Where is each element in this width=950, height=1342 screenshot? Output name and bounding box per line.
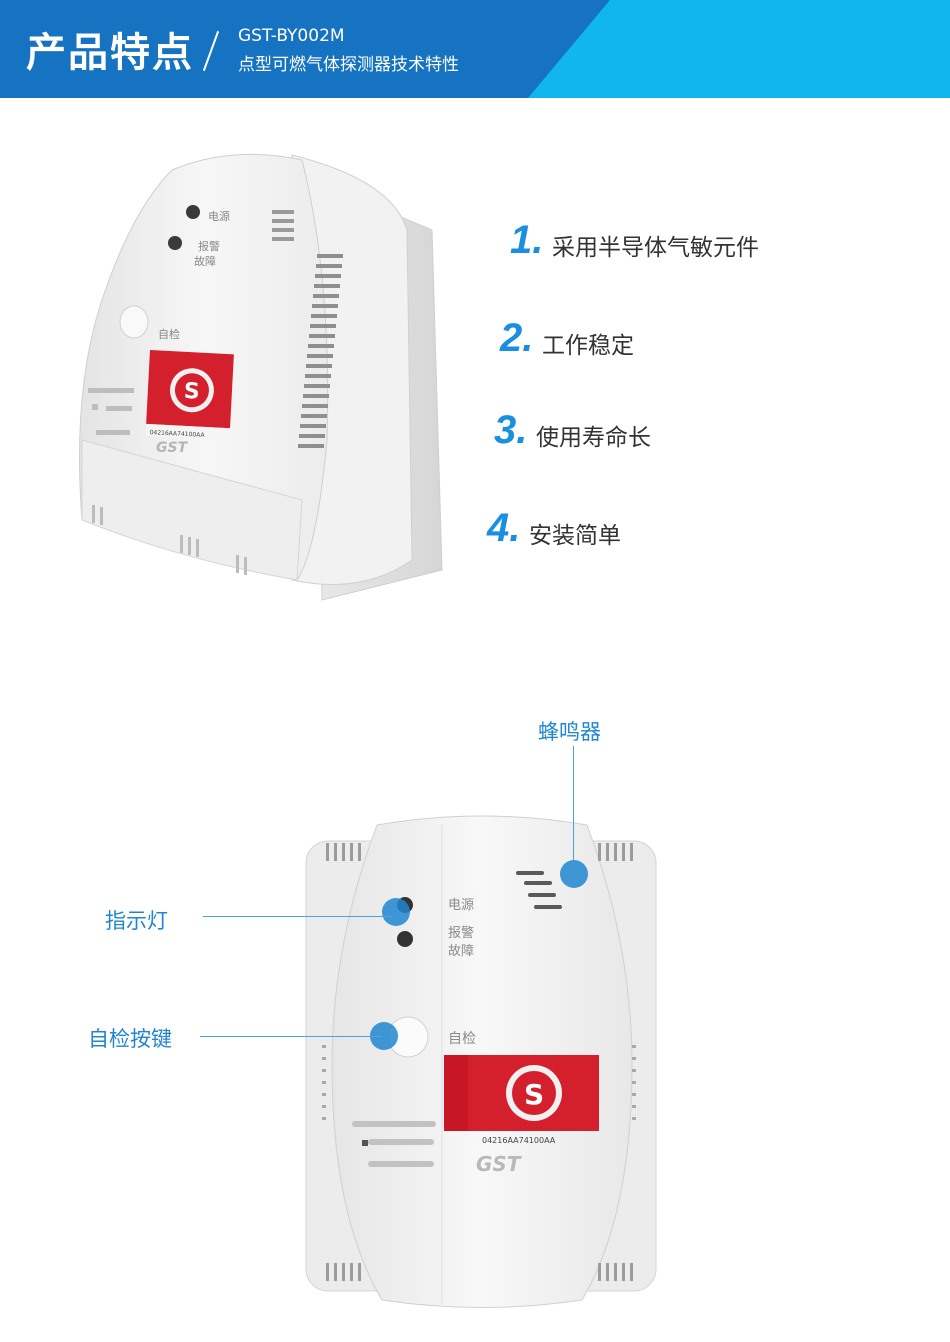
callout-indicator: 指示灯 — [105, 909, 168, 933]
callout-buzzer-line — [573, 746, 574, 860]
banner-background — [0, 0, 950, 98]
feature-number: 3. — [494, 408, 528, 452]
device2-label-power: 电源 — [448, 898, 474, 913]
device2-sticker-code: 04216AA74100AA — [482, 1136, 556, 1145]
buzzer-vents — [516, 871, 562, 909]
device1-label-power: 电源 — [208, 209, 230, 223]
indicator-marker-dot — [382, 898, 410, 926]
device1-label-selftest: 自检 — [158, 327, 180, 341]
product-photo-angled: 电源 报警 故障 自检 S 04216AA74100AA GST — [79, 153, 443, 601]
svg-text:S: S — [524, 1078, 544, 1111]
banner-title: 产品特点 — [26, 30, 194, 76]
device1-side-vents — [298, 254, 343, 448]
callout-indicator-line — [203, 916, 393, 917]
device2-label-alarm: 报警 — [448, 925, 474, 941]
buzzer-marker-dot — [560, 860, 588, 888]
banner-subtitle: 点型可燃气体探测器技术特性 — [238, 55, 459, 75]
banner-model: GST-BY002M — [238, 26, 345, 46]
feature-text: 采用半导体气敏元件 — [552, 235, 759, 261]
feature-text: 工作稳定 — [542, 333, 634, 359]
device1-sticker-code: 04216AA74100AA — [149, 429, 205, 439]
callout-selftest-line — [200, 1036, 382, 1037]
feature-number: 1. — [510, 218, 544, 262]
device2-label-selftest: 自检 — [448, 1031, 476, 1047]
selftest-marker-dot — [370, 1022, 398, 1050]
feature-text: 安装简单 — [529, 523, 621, 549]
device1-label-fault: 故障 — [194, 254, 216, 268]
feature-number: 2. — [500, 316, 534, 360]
device1-brand: GST — [156, 440, 189, 456]
feature-number: 4. — [487, 506, 521, 550]
product-photo-front: 电源 报警 故障 自检 S 04216AA74100AA GST — [305, 815, 657, 1308]
callout-buzzer: 蜂鸣器 — [538, 720, 601, 744]
feature-text: 使用寿命长 — [536, 425, 651, 451]
device1-label-alarm: 报警 — [198, 239, 220, 253]
header-banner: 产品特点 GST-BY002M 点型可燃气体探测器技术特性 — [0, 0, 950, 98]
callout-selftest-button: 自检按键 — [88, 1027, 172, 1051]
svg-text:S: S — [183, 379, 200, 405]
device2-brand: GST — [476, 1152, 522, 1176]
device2-label-fault: 故障 — [448, 944, 474, 959]
